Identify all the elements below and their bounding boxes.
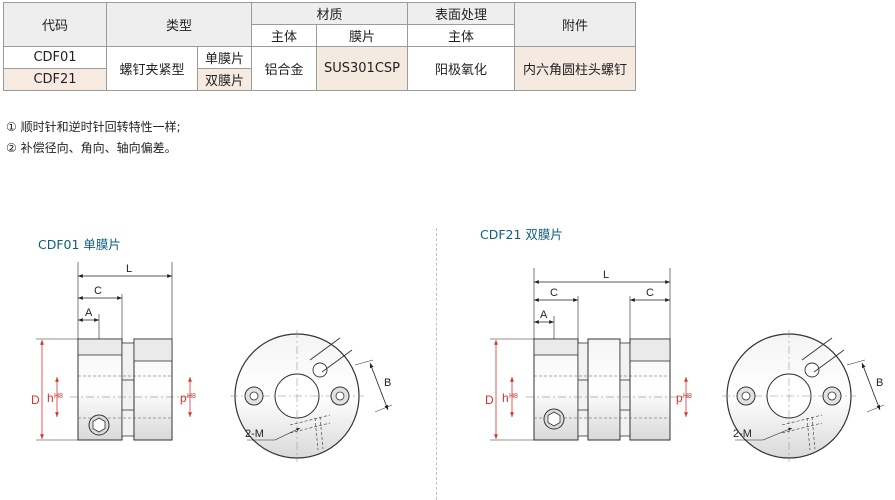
header-surface-main: 主体: [407, 24, 515, 47]
notes: ① 顺时针和逆时针回转特性一样; ② 补偿径向、角向、轴向偏差。: [6, 117, 181, 159]
type-value: 螺钉夹紧型: [106, 46, 198, 91]
left-front-view: B 2-M: [230, 330, 393, 462]
note-2: ② 补偿径向、角向、轴向偏差。: [6, 141, 177, 155]
dim-C-right-2: C: [646, 287, 654, 299]
left-side-view: L C A D h H8 p H8: [31, 262, 196, 441]
dim-C-left: C: [94, 285, 102, 297]
caption-left: CDF01 单膜片: [38, 237, 121, 252]
dim-D-left: D: [31, 393, 40, 407]
note-1: ① 顺时针和逆时针回转特性一样;: [6, 120, 181, 134]
dim-A-right: A: [540, 309, 548, 321]
header-material: 材质: [251, 2, 408, 25]
sub-type-2: 双膜片: [197, 68, 252, 91]
dim-h-left: h: [47, 391, 54, 405]
surface-value: 阳极氧化: [407, 46, 515, 91]
dim-M-left: 2-M: [245, 428, 264, 440]
dim-p-sub-left: H8: [187, 393, 196, 400]
row-code-1: CDF01: [3, 46, 107, 69]
dim-M-right: 2-M: [733, 428, 752, 440]
header-accessory: 附件: [514, 2, 636, 47]
dim-B-left: B: [384, 377, 391, 389]
spec-table: 代码 类型 材质 表面处理 附件 主体 膜片 主体 CDF01 螺钉夹紧型 单膜…: [3, 2, 636, 91]
left-membrane: [121, 342, 135, 437]
dim-h-sub-left: H8: [54, 393, 63, 400]
material-membrane: SUS301CSP: [316, 46, 408, 91]
dim-C-right-1: C: [550, 287, 558, 299]
material-main: 铝合金: [251, 46, 317, 91]
right-membrane-2: [619, 342, 631, 437]
right-front-view: B 2-M: [722, 330, 885, 462]
dim-L-left: L: [126, 263, 132, 275]
accessory-value: 内六角圆柱头螺钉: [514, 46, 636, 91]
dim-B-right: B: [876, 377, 883, 389]
right-spacer: [587, 338, 621, 441]
header-main-body: 主体: [251, 24, 317, 47]
dim-D-right: D: [485, 393, 494, 407]
dim-p-left: p: [180, 391, 187, 405]
header-surface: 表面处理: [407, 2, 515, 25]
dim-h-sub-right: H8: [509, 393, 518, 400]
dim-L-right: L: [603, 269, 609, 281]
row-code-2: CDF21: [3, 68, 107, 91]
right-membrane-1: [577, 342, 589, 437]
dim-p-right: p: [676, 391, 683, 405]
divider: [436, 228, 437, 500]
caption-right: CDF21 双膜片: [480, 227, 563, 242]
right-side-view: L C C A D h H8 p H8: [485, 268, 692, 441]
dim-p-sub-right: H8: [683, 393, 692, 400]
dim-h-right: h: [502, 391, 509, 405]
header-code: 代码: [3, 2, 107, 47]
dim-A-left: A: [85, 307, 93, 319]
